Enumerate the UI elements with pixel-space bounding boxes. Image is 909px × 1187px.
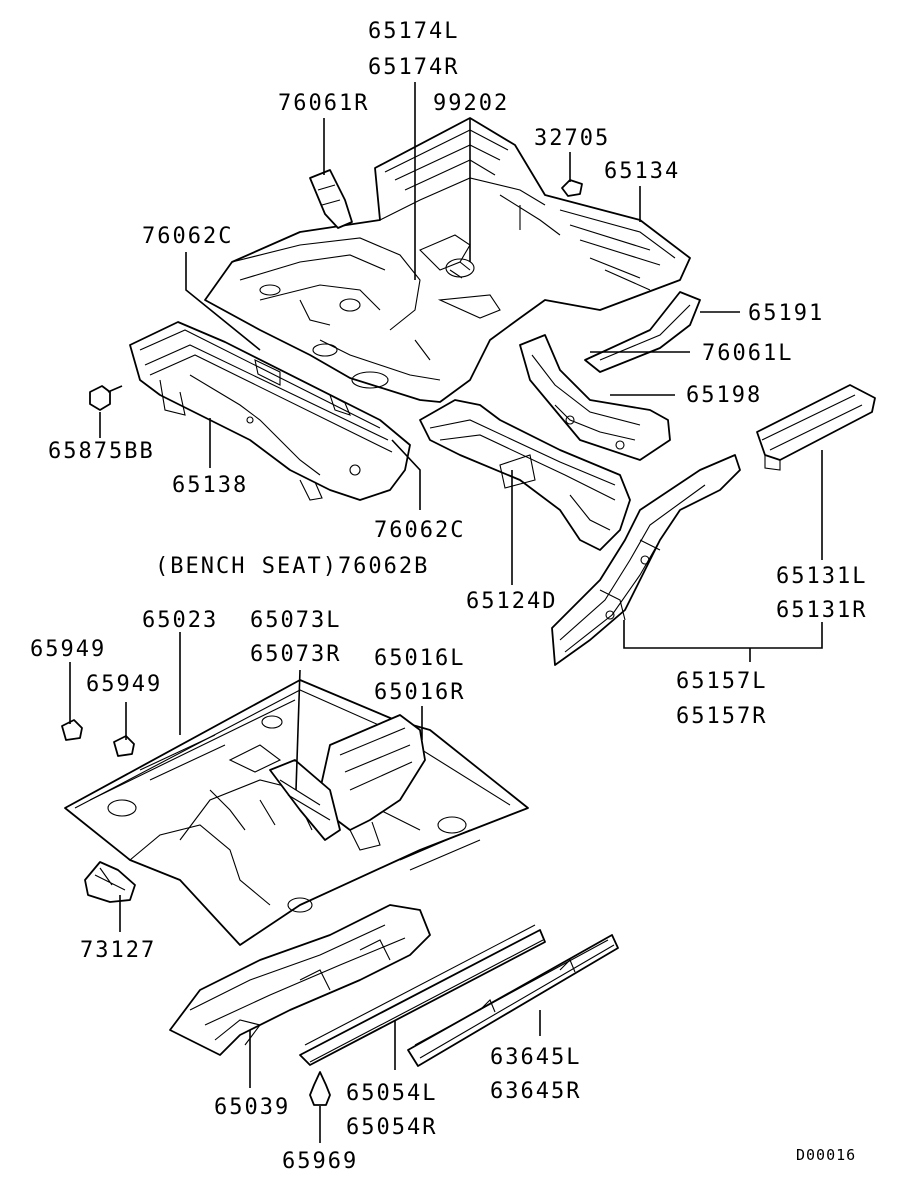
label-65054L: 65054L — [346, 1081, 437, 1106]
label-65134: 65134 — [604, 159, 680, 184]
bracket-73127 — [84, 861, 136, 903]
label-65124D: 65124D — [466, 589, 557, 614]
label-65054R: 65054R — [346, 1115, 437, 1140]
member-65124D — [419, 399, 631, 551]
label-65198: 65198 — [686, 383, 762, 408]
clip-65949-a — [61, 719, 83, 741]
label-65174L: 65174L — [368, 19, 459, 44]
label-65174R: 65174R — [368, 55, 459, 80]
label-65157L: 65157L — [676, 669, 767, 694]
member-65131 — [756, 384, 876, 471]
label-32705: 32705 — [534, 126, 610, 151]
bolt-65875BB — [89, 385, 123, 411]
rail-65054 — [299, 924, 546, 1066]
label-63645L: 63645L — [490, 1045, 581, 1070]
member-65073 — [269, 759, 341, 841]
part-labels: 65174L 65174R 76061R 99202 32705 65134 7… — [30, 19, 867, 1174]
label-65949-a: 65949 — [30, 637, 106, 662]
label-73127: 73127 — [80, 938, 156, 963]
tunnel-65039 — [169, 904, 431, 1056]
label-76061L: 76061L — [702, 341, 793, 366]
label-65039: 65039 — [214, 1095, 290, 1120]
clip-32705 — [561, 179, 583, 197]
label-65875BB: 65875BB — [48, 439, 155, 464]
cross-member-65138 — [129, 321, 411, 501]
fastener-65969 — [309, 1071, 331, 1106]
label-65073L: 65073L — [250, 608, 341, 633]
label-65016L: 65016L — [374, 646, 465, 671]
label-65138: 65138 — [172, 473, 248, 498]
label-65023: 65023 — [142, 608, 218, 633]
label-65949-b: 65949 — [86, 672, 162, 697]
label-65131R: 65131R — [776, 598, 867, 623]
label-76062C-bottom: 76062C — [374, 518, 465, 543]
clip-65949-b — [113, 735, 135, 757]
diagram-code: D00016 — [796, 1146, 856, 1164]
leader-lines — [69, 82, 823, 1143]
label-63645R: 63645R — [490, 1079, 581, 1104]
bracket-76061R — [309, 169, 353, 229]
label-76061R: 76061R — [278, 91, 369, 116]
label-65073R: 65073R — [250, 642, 341, 667]
side-sill-65157 — [551, 454, 741, 666]
front-floor-pan — [64, 679, 529, 946]
label-76062C-top: 76062C — [142, 224, 233, 249]
label-bench-seat-76062B: (BENCH SEAT)76062B — [155, 554, 429, 579]
label-65131L: 65131L — [776, 564, 867, 589]
member-65198 — [519, 334, 671, 461]
label-99202: 99202 — [433, 91, 509, 116]
label-65969: 65969 — [282, 1149, 358, 1174]
label-65191: 65191 — [748, 301, 824, 326]
label-65016R: 65016R — [374, 680, 465, 705]
sill-63645 — [407, 934, 619, 1067]
label-65157R: 65157R — [676, 704, 767, 729]
